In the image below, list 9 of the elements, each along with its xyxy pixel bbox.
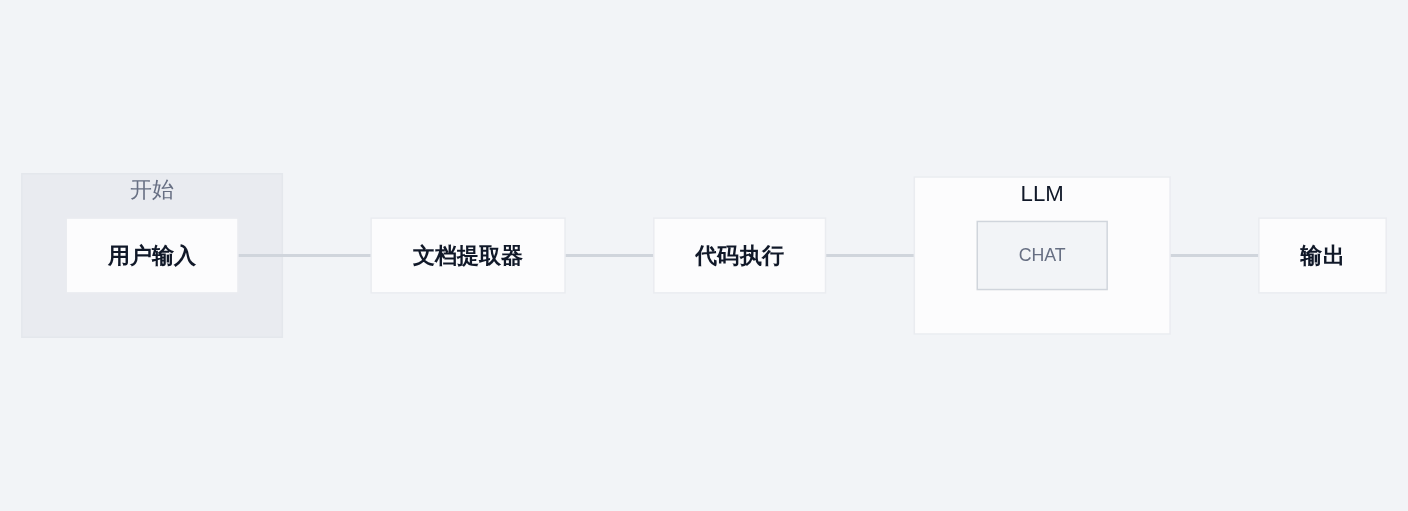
node-box: 输出: [1258, 217, 1387, 294]
connector: [237, 254, 372, 257]
connector: [565, 254, 654, 257]
node-box: 代码执行: [653, 217, 827, 294]
node-box: 用户输入: [65, 217, 239, 294]
connector: [825, 254, 915, 257]
connector: [1170, 254, 1259, 257]
node-box: 文档提取器: [370, 217, 566, 294]
node-box: CHAT: [976, 220, 1108, 291]
